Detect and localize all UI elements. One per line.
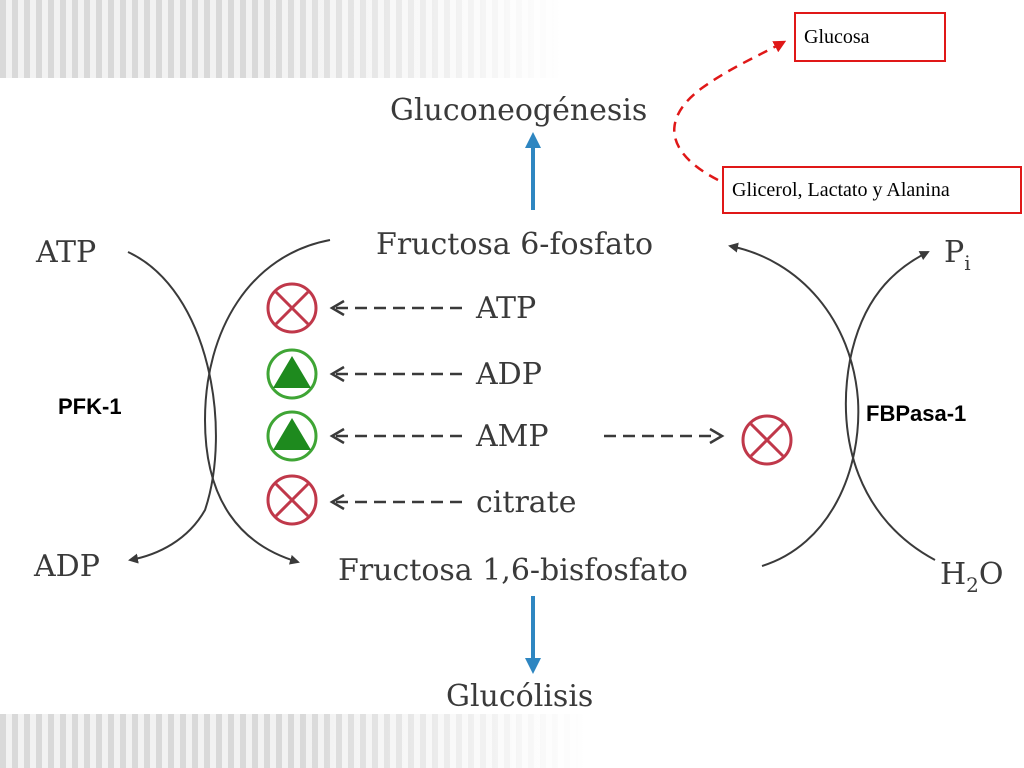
regulator-row-adp: ADP [266,348,542,400]
h2o-label: H2O [940,557,1004,597]
footer-fade [300,714,1024,768]
precursor-to-glucose-arrow [673,40,787,182]
regulator-row-amp: AMP [266,410,793,466]
regulator-label: ADP [475,357,542,392]
regulator-row-atp: ATP [266,282,536,334]
fbpase1-label: FBPasa-1 [866,401,967,427]
glucosa-callout: Glucosa [794,12,946,62]
regulator-row-citrate: citrate [266,474,577,526]
gluconeogenesis-label: Gluconeogénesis [390,93,647,128]
pfk-curve-f6p-f16bp [203,239,331,565]
regulator-label: ATP [475,291,536,326]
precursors-callout: Glicerol, Lactato y Alanina [722,166,1022,214]
regulator-label: citrate [476,485,577,520]
glycolysis-label: Glucólisis [446,679,593,714]
atp-left-label: ATP [35,235,96,270]
regulator-label: AMP [475,419,549,454]
f6p-label: Fructosa 6-fosfato [376,227,653,262]
f16bp-label: Fructosa 1,6-bisfosfato [338,553,688,588]
pi-label: Pi [944,235,971,275]
adp-left-label: ADP [33,549,100,584]
pfk-curve-atp-adp [127,251,217,564]
pfk1-label: PFK-1 [58,394,122,420]
fbpase-curve-f16bp-f6p [728,242,860,567]
fbpase-curve-h2o-pi [844,251,936,561]
